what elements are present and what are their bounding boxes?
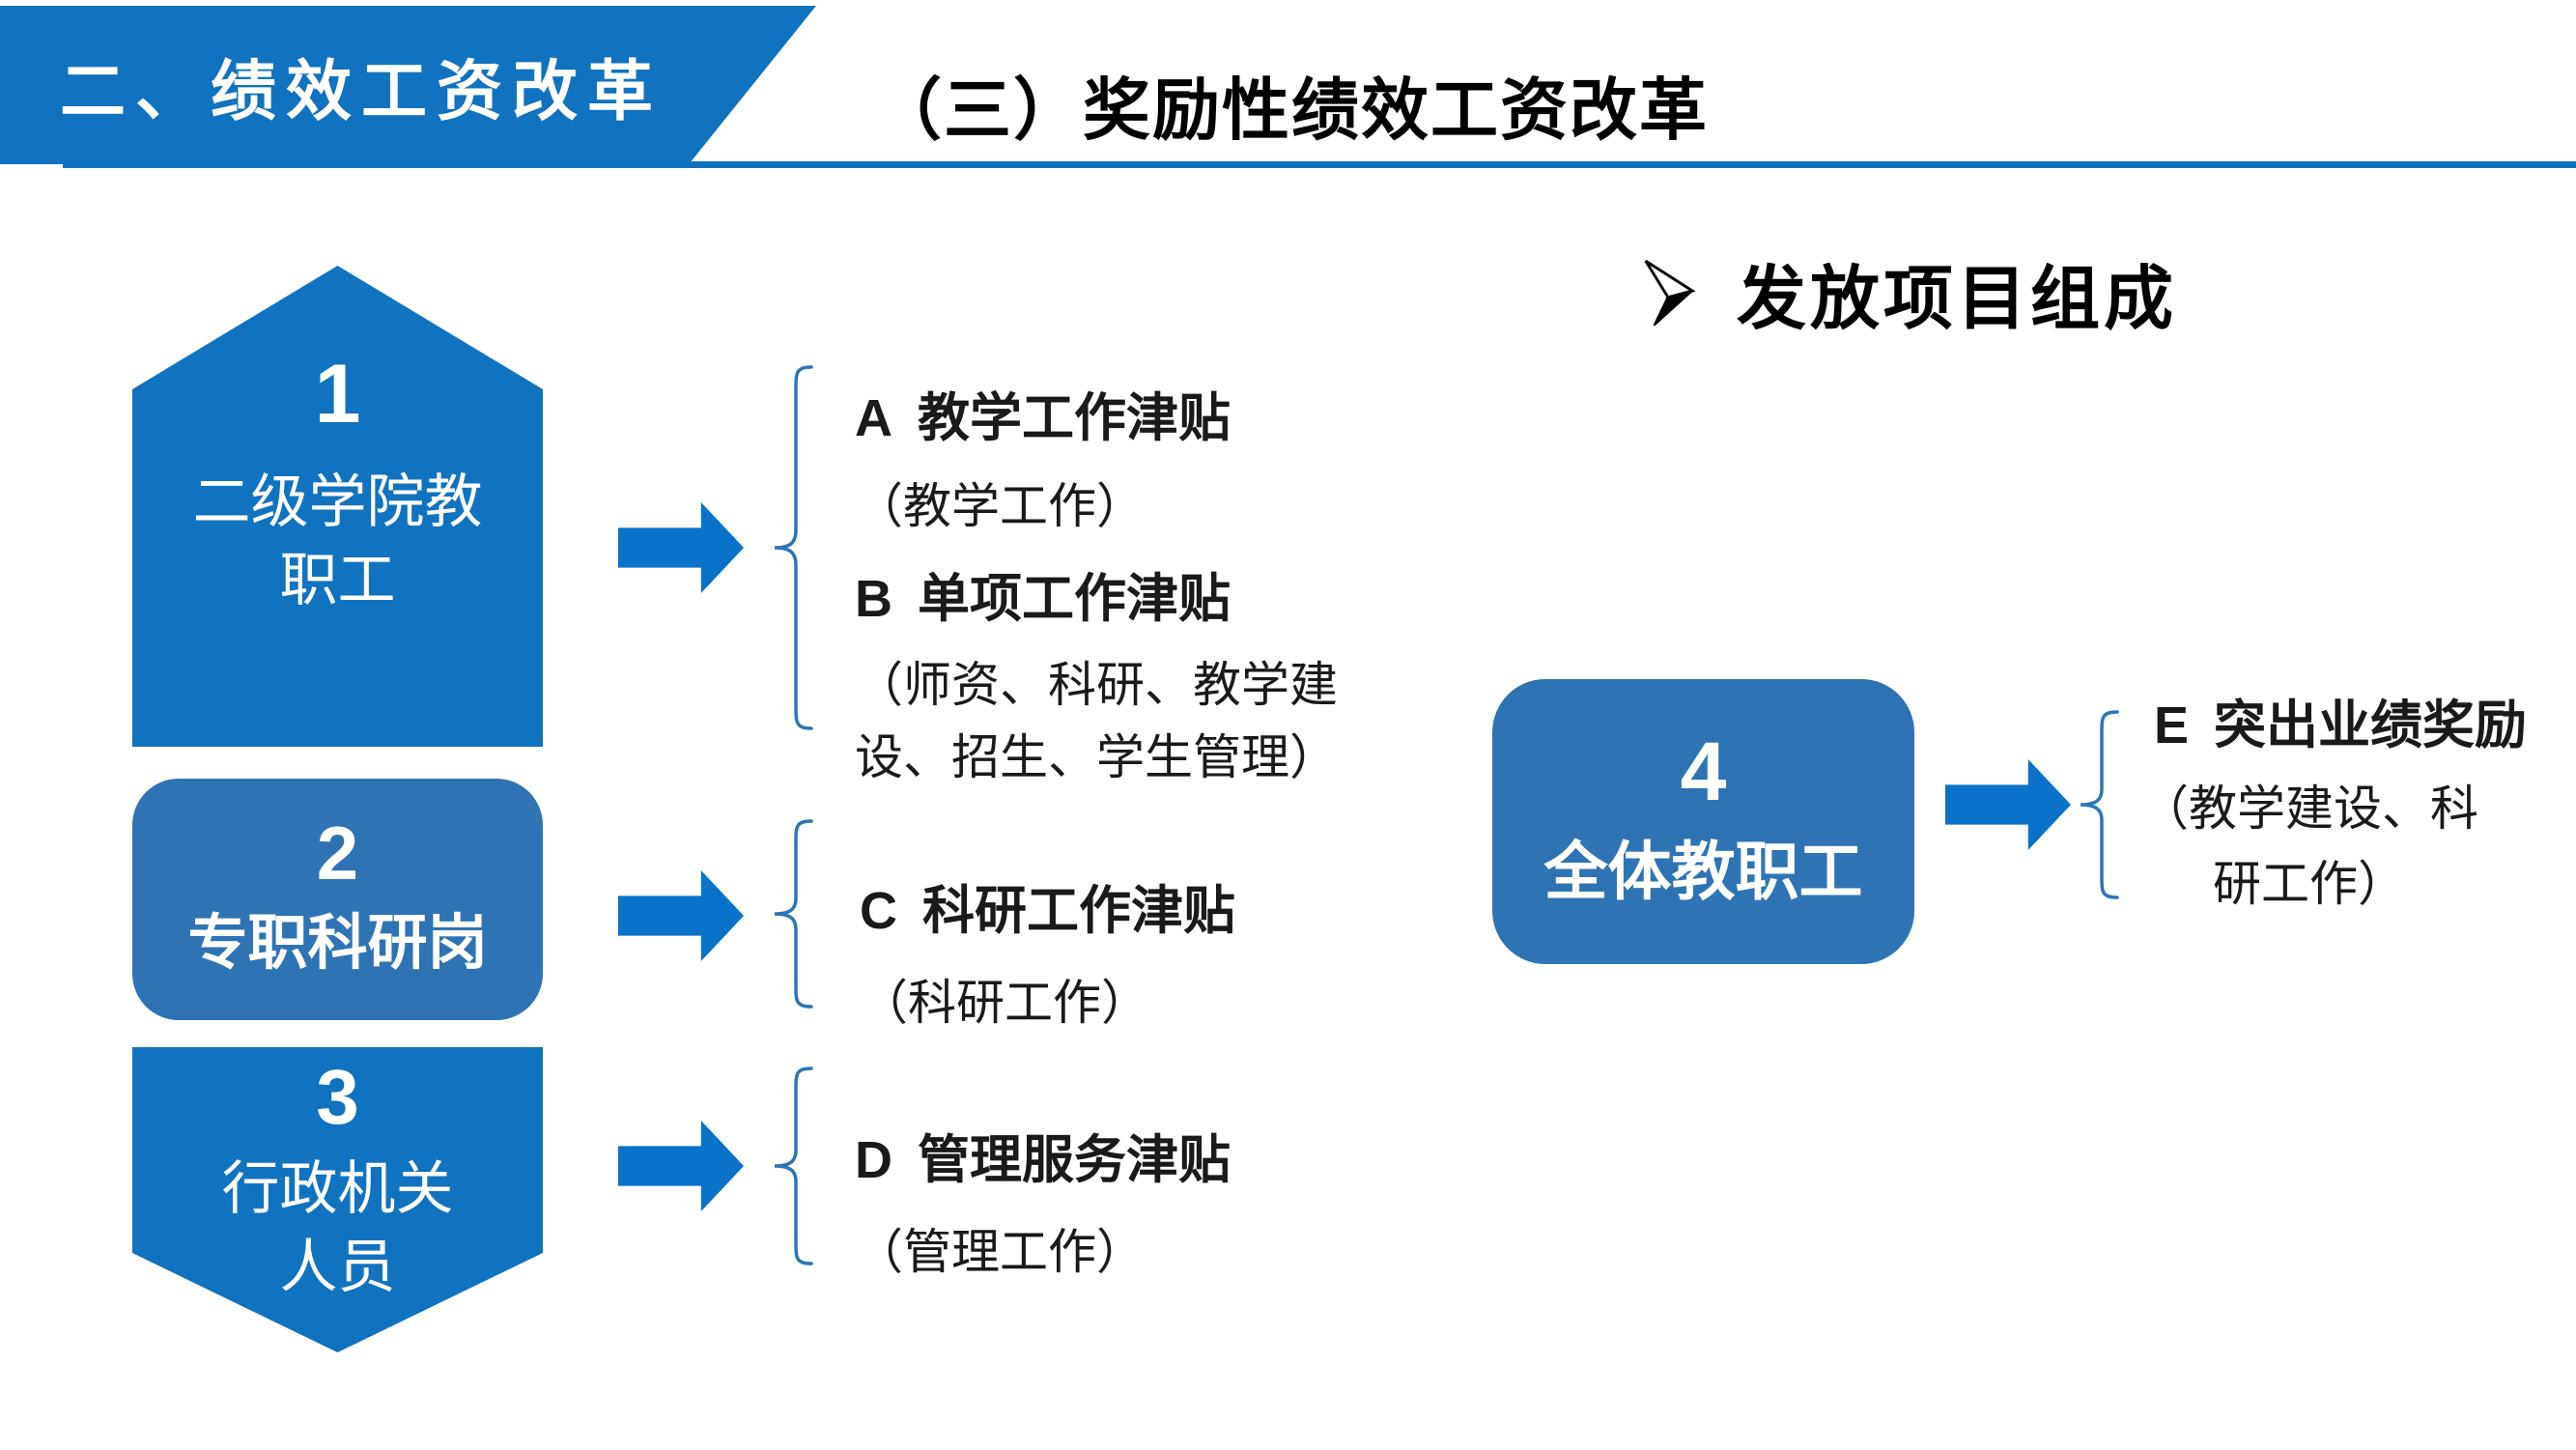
group-shape-4: 4 全体教职工 [1492, 679, 1914, 964]
group-2-number: 2 [316, 810, 359, 896]
subsection-heading: 发放项目组成 [1640, 242, 2177, 343]
allowance-e-note: （教学建设、科研工作） [2140, 782, 2478, 911]
group-4-label: 全体教职工 [1543, 836, 1863, 908]
allowance-e-letter: E [2154, 697, 2190, 754]
allowance-b-letter: B [855, 570, 892, 628]
section-banner-label: 二、绩效工资改革 [60, 54, 664, 128]
subsection-heading-text: 发放项目组成 [1737, 261, 2178, 338]
right-arrow-group1 [618, 502, 744, 593]
group-2-label: 专职科研岗 [187, 910, 488, 978]
slide-title: （三）奖励性绩效工资改革 [874, 72, 1709, 148]
allowance-c-note: （科研工作） [860, 976, 1149, 1030]
group-3-number: 3 [316, 1054, 359, 1140]
group-1-number: 1 [314, 348, 361, 441]
allowance-a-letter: A [855, 389, 892, 447]
section-banner: 二、绩效工资改革 [0, 6, 816, 164]
right-arrow-group3 [618, 1121, 744, 1211]
group-shape-2: 2 专职科研岗 [132, 779, 543, 1020]
right-arrow-group4 [1945, 759, 2071, 850]
right-arrow-group2 [618, 870, 744, 961]
arrow-bullet-icon [1644, 259, 1696, 327]
brace-item-e [2080, 710, 2119, 899]
brace-item-c [774, 819, 813, 1009]
allowance-a-note: （教学工作） [855, 479, 1145, 533]
header-underline [63, 161, 2576, 168]
allowance-b-note: （师资、科研、教学建设、招生、学生管理） [855, 658, 1338, 784]
group-shape-3: 3 行政机关人员 [132, 1047, 543, 1352]
group-4-number: 4 [1680, 725, 1727, 818]
group-1-label: 二级学院教职工 [192, 469, 483, 613]
allowance-d-letter: D [855, 1131, 892, 1189]
allowance-c-letter: C [860, 882, 897, 940]
allowance-d-note: （管理工作） [855, 1225, 1145, 1279]
group-shape-1: 1 二级学院教职工 [132, 266, 543, 747]
brace-items-ab [774, 365, 813, 730]
brace-item-d [774, 1066, 813, 1265]
group-3-label: 行政机关人员 [221, 1156, 454, 1299]
